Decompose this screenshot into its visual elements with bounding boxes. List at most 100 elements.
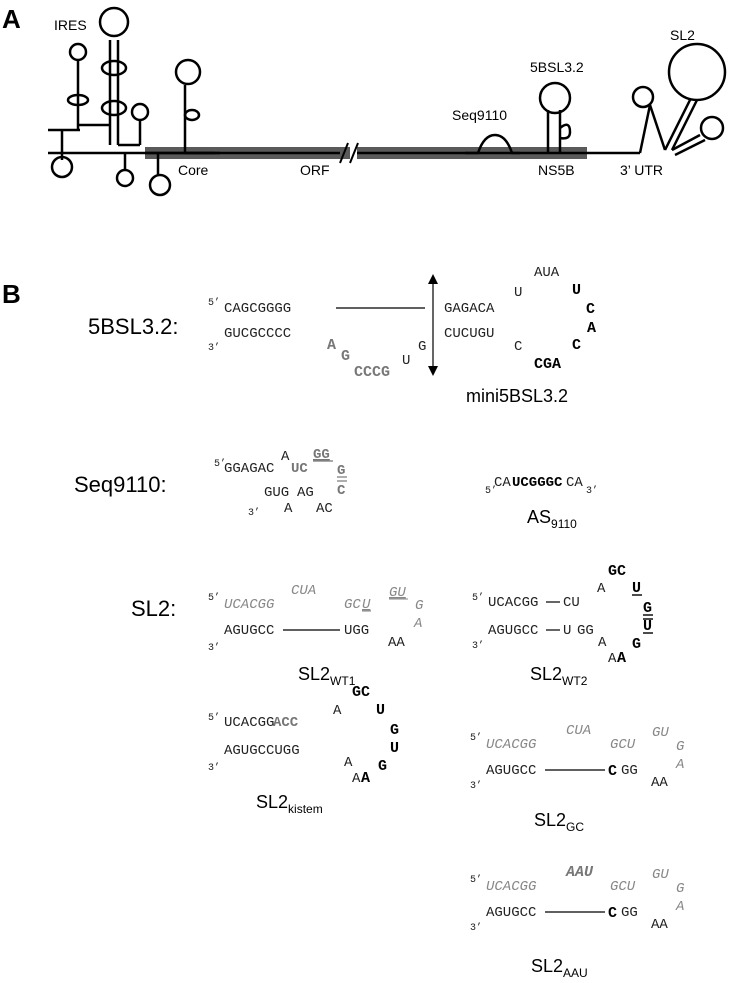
svg-text:A: A: [344, 755, 353, 771]
svg-text:GAGACA: GAGACA: [444, 301, 495, 317]
svg-text:U: U: [362, 597, 371, 613]
svg-text:CUCUGU: CUCUGU: [444, 326, 494, 342]
svg-text:5’: 5’: [208, 297, 220, 309]
svg-text:3’: 3’: [208, 342, 220, 354]
svg-text:AC: AC: [316, 501, 333, 517]
svg-text:ACC: ACC: [273, 715, 299, 731]
svg-text:AGUGCC: AGUGCC: [486, 763, 536, 779]
bsl-sequence: 5’ CAGCGGGG 3’ GUCGCCCC A G CCCG U G GAG…: [208, 265, 596, 381]
svg-text:G: G: [643, 600, 652, 617]
svg-text:A: A: [333, 703, 342, 719]
svg-text:A: A: [327, 337, 336, 354]
svg-text:AG: AG: [297, 485, 314, 501]
svg-text:3’: 3’: [472, 640, 484, 652]
svg-text:A: A: [617, 650, 626, 667]
svg-text:GG: GG: [313, 447, 330, 463]
caption-sl2-wt1: SL2WT1: [298, 664, 356, 688]
svg-text:AGUGCC: AGUGCC: [488, 623, 538, 639]
label-sl2: SL2: [670, 27, 695, 43]
as9110-sequence: 5’ CA UCGGGC CA 3’: [485, 475, 598, 497]
svg-text:G: G: [378, 758, 387, 775]
caption-as9110: AS9110: [527, 507, 577, 531]
svg-text:G: G: [341, 348, 350, 365]
svg-text:C: C: [586, 301, 595, 318]
svg-text:CA: CA: [566, 475, 583, 491]
svg-text:5’: 5’: [208, 592, 220, 604]
ires-structure: [48, 6, 215, 197]
svg-text:AGUGCC: AGUGCC: [486, 905, 536, 921]
svg-text:UCACGG: UCACGG: [486, 879, 537, 895]
svg-text:U: U: [632, 580, 641, 597]
svg-text:A: A: [413, 616, 422, 632]
svg-text:AA: AA: [388, 635, 405, 651]
svg-text:GCU: GCU: [610, 737, 636, 753]
svg-text:UCACGG: UCACGG: [488, 595, 538, 611]
svg-text:C: C: [514, 339, 522, 355]
svg-text:GCU: GCU: [610, 879, 636, 895]
svg-text:3’: 3’: [208, 642, 220, 654]
svg-text:G: G: [390, 722, 399, 739]
svg-text:UC: UC: [291, 461, 308, 477]
bsl-stem-loop: [538, 81, 572, 153]
svg-text:5’: 5’: [214, 458, 226, 470]
label-seq9110-row: Seq9110:: [74, 472, 167, 497]
svg-text:GU: GU: [389, 585, 406, 601]
svg-text:GG: GG: [577, 623, 594, 639]
caption-sl2-wt2: SL2WT2: [530, 664, 588, 688]
svg-text:AUA: AUA: [534, 265, 560, 281]
label-ires: IRES: [54, 17, 87, 33]
svg-text:A: A: [598, 635, 607, 651]
svg-text:CAGCGGGG: CAGCGGGG: [224, 301, 291, 317]
caption-sl2-kistem: SL2kistem: [256, 792, 323, 816]
sl2-gc-sequence: 5’ UCACGG CUA GCU GU G A 3’ AGUGCC C GG …: [470, 723, 685, 792]
svg-text:AAU: AAU: [565, 864, 594, 881]
svg-text:GGAGAC: GGAGAC: [224, 461, 274, 477]
svg-text:C: C: [337, 483, 346, 499]
svg-text:CA: CA: [494, 475, 511, 491]
svg-text:CGA: CGA: [534, 356, 561, 373]
svg-text:5’: 5’: [208, 712, 220, 724]
svg-text:GU: GU: [652, 725, 669, 741]
svg-text:A: A: [587, 320, 596, 337]
seq9110-bump: [465, 133, 520, 155]
seq9110-sequence: 5’ GGAGAC A UC GG G C 3’ GUG A AG AC: [214, 447, 347, 519]
svg-text:UCACGG: UCACGG: [486, 737, 537, 753]
svg-text:UCGGGC: UCGGGC: [512, 475, 563, 491]
caption-sl2-gc: SL2GC: [534, 810, 584, 834]
svg-text:U: U: [390, 740, 399, 757]
svg-text:U: U: [563, 623, 571, 639]
svg-text:AA: AA: [651, 775, 668, 791]
svg-text:A: A: [675, 757, 684, 773]
svg-text:CU: CU: [563, 595, 580, 611]
svg-text:CCCG: CCCG: [354, 364, 390, 381]
panel-a-letter: A: [2, 4, 21, 34]
svg-text:G: G: [632, 636, 641, 653]
svg-text:G: G: [676, 881, 685, 897]
svg-text:U: U: [643, 618, 652, 635]
svg-text:U: U: [402, 353, 410, 369]
svg-text:A: A: [361, 770, 370, 787]
svg-text:A: A: [675, 899, 684, 915]
svg-text:U: U: [572, 282, 581, 299]
svg-text:GG: GG: [621, 763, 638, 779]
svg-text:C: C: [572, 337, 581, 354]
svg-text:G: G: [418, 339, 426, 355]
svg-text:3’: 3’: [586, 485, 598, 497]
svg-text:GUCGCCCC: GUCGCCCC: [224, 326, 291, 342]
svg-text:5’: 5’: [470, 732, 482, 744]
svg-text:3’: 3’: [470, 780, 482, 792]
svg-text:A: A: [608, 651, 617, 667]
svg-text:GU: GU: [652, 867, 669, 883]
svg-text:3’: 3’: [470, 922, 482, 934]
svg-text:CUA: CUA: [566, 723, 591, 739]
svg-text:AGUGCC: AGUGCC: [224, 623, 274, 639]
label-seq9110: Seq9110: [452, 107, 507, 123]
svg-text:UGG: UGG: [344, 623, 369, 639]
svg-text:GC: GC: [608, 563, 626, 580]
svg-text:U: U: [376, 702, 385, 719]
svg-text:AGUGCCUGG: AGUGCCUGG: [224, 743, 300, 759]
svg-text:5’: 5’: [472, 592, 484, 604]
svg-text:A: A: [597, 581, 606, 597]
svg-text:C: C: [608, 763, 617, 780]
